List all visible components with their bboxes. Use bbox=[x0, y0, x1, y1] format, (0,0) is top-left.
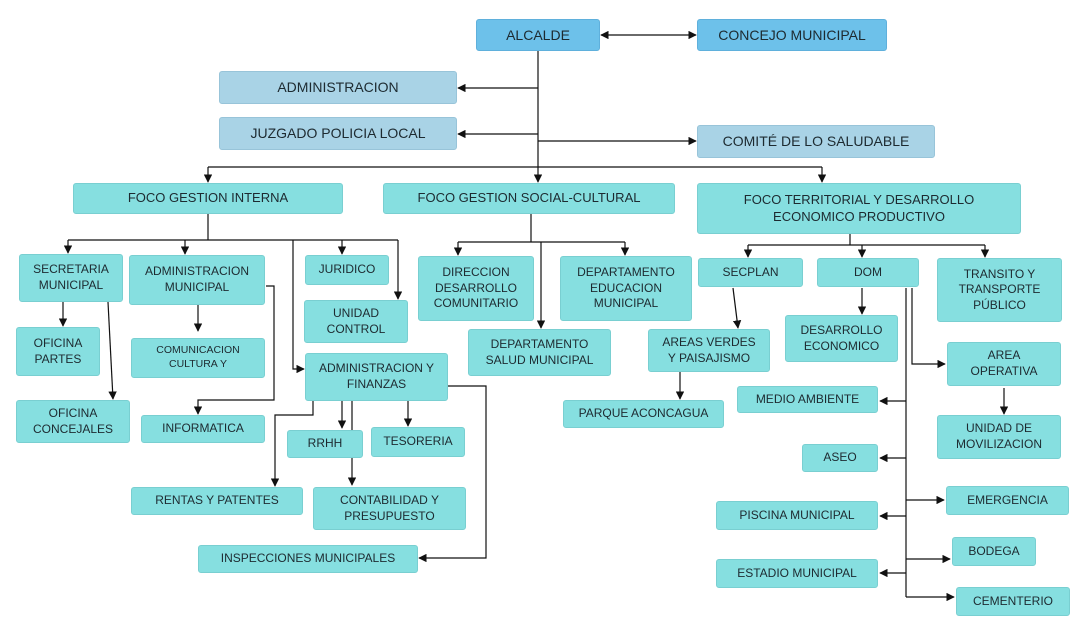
comite-node: COMITÉ DE LO SALUDABLE bbox=[697, 125, 935, 158]
unidad-control-node: UNIDAD CONTROL bbox=[304, 300, 408, 343]
foco-interna-node: FOCO GESTION INTERNA bbox=[73, 183, 343, 214]
medio-ambiente-node: MEDIO AMBIENTE bbox=[737, 386, 878, 413]
administracion-node: ADMINISTRACION bbox=[219, 71, 457, 104]
oficina-concejales-node: OFICINA CONCEJALES bbox=[16, 400, 130, 443]
area-operativa-connector bbox=[911, 288, 946, 369]
finanzas-bus-connector bbox=[270, 401, 314, 487]
dideco-node: DIRECCION DESARROLLO COMUNITARIO bbox=[418, 256, 534, 321]
aseo-node: ASEO bbox=[802, 444, 878, 472]
oficina-concejales-connector bbox=[107, 301, 117, 400]
desarrollo-eco-node: DESARROLLO ECONOMICO bbox=[785, 315, 898, 362]
areas-verdes-connector bbox=[732, 287, 742, 329]
emergencia-node: EMERGENCIA bbox=[946, 486, 1069, 515]
admin-finanzas-connector bbox=[292, 240, 305, 374]
foco-social-node: FOCO GESTION SOCIAL-CULTURAL bbox=[383, 183, 675, 214]
parque-node: PARQUE ACONCAGUA bbox=[563, 400, 724, 428]
salud-node: DEPARTAMENTO SALUD MUNICIPAL bbox=[468, 329, 611, 376]
area-operativa-node: AREA OPERATIVA bbox=[947, 342, 1061, 386]
inspecciones-node: INSPECCIONES MUNICIPALES bbox=[198, 545, 418, 573]
contabilidad-node: CONTABILIDAD Y PRESUPUESTO bbox=[313, 487, 466, 530]
cementerio-node: CEMENTERIO bbox=[956, 587, 1070, 616]
alcalde-node: ALCALDE bbox=[476, 19, 600, 51]
secplan-node: SECPLAN bbox=[698, 258, 803, 287]
oficina-partes-node: OFICINA PARTES bbox=[16, 327, 100, 376]
informatica-connector bbox=[193, 285, 275, 415]
juridico-node: JURIDICO bbox=[305, 255, 389, 285]
daem-node: DEPARTAMENTO EDUCACION MUNICIPAL bbox=[560, 256, 692, 321]
rrhh-node: RRHH bbox=[287, 430, 363, 458]
inspecciones-connector bbox=[418, 385, 487, 563]
rentas-node: RENTAS Y PATENTES bbox=[131, 487, 303, 515]
foco-territorial-node: FOCO TERRITORIAL Y DESARROLLO ECONOMICO … bbox=[697, 183, 1021, 234]
piscina-node: PISCINA MUNICIPAL bbox=[716, 501, 878, 530]
bodega-node: BODEGA bbox=[952, 537, 1036, 566]
tesoreria-node: TESORERIA bbox=[371, 427, 465, 457]
juzgado-node: JUZGADO POLICIA LOCAL bbox=[219, 117, 457, 150]
estadio-node: ESTADIO MUNICIPAL bbox=[716, 559, 878, 588]
secretaria-node: SECRETARIA MUNICIPAL bbox=[19, 254, 123, 302]
unidad-movilizacion-node: UNIDAD DE MOVILIZACION bbox=[937, 415, 1061, 459]
concejo-node: CONCEJO MUNICIPAL bbox=[697, 19, 887, 51]
admin-municipal-node: ADMINISTRACION MUNICIPAL bbox=[129, 255, 265, 305]
transito-node: TRANSITO Y TRANSPORTE PÚBLICO bbox=[937, 258, 1062, 322]
dom-node: DOM bbox=[817, 258, 919, 287]
admin-finanzas-node: ADMINISTRACION Y FINANZAS bbox=[305, 353, 448, 401]
informatica-node: INFORMATICA bbox=[141, 415, 265, 443]
comunicacion-node: COMUNICACION CULTURA Y bbox=[131, 338, 265, 378]
areas-verdes-node: AREAS VERDES Y PAISAJISMO bbox=[648, 329, 770, 372]
